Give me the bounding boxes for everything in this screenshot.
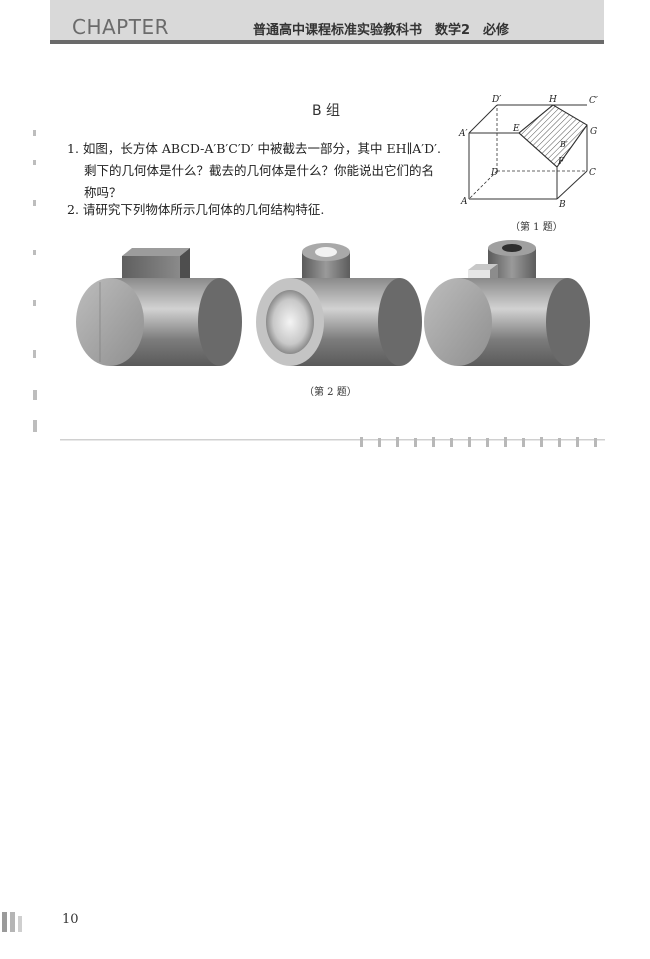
question-2-number: 2. (67, 202, 79, 217)
question-2: 2. 请研究下列物体所示几何体的几何结构特征. (67, 199, 457, 221)
page-number: 10 (62, 912, 79, 927)
question-1-line3: 称吗？ (84, 185, 122, 200)
book-title: 普通高中课程标准实验教科书 数学2 必修 (253, 23, 510, 38)
solid-1 (76, 248, 242, 366)
label-E: E (512, 124, 520, 134)
question-1-line1: 如图，长方体 ABCD-A′B′C′D′ 中被截去一部分，其中 EH∥A′D′. (82, 141, 441, 156)
label-Dp: D′ (491, 95, 501, 105)
label-G: G (590, 127, 597, 137)
figure-1-caption: （第 1 题） (510, 222, 563, 233)
label-Cp: C′ (589, 96, 598, 106)
solid-2 (256, 243, 422, 366)
bottom-edge-decoration (60, 437, 605, 447)
chapter-label: CHAPTER (72, 15, 169, 39)
label-D: D (490, 168, 498, 178)
label-A: A (460, 197, 468, 207)
header-bar (50, 0, 604, 44)
question-1-number: 1. (67, 141, 79, 156)
label-Ap: A′ (458, 129, 468, 139)
section-title: B 组 (312, 103, 341, 119)
label-F: F (557, 157, 565, 167)
question-1: 1. 如图，长方体 ABCD-A′B′C′D′ 中被截去一部分，其中 EH∥A′… (67, 138, 457, 204)
question-2-line1: 请研究下列物体所示几何体的几何结构特征. (82, 202, 325, 217)
figure-2-solids (76, 240, 590, 366)
corner-mark (2, 912, 22, 932)
label-Bp: B′ (559, 140, 568, 149)
label-C: C (589, 168, 596, 178)
figure-1-cuboid: D′ H C′ A′ E G B′ F D C A B (458, 95, 598, 210)
figure-2-caption: （第 2 题） (304, 387, 357, 398)
label-H: H (548, 95, 557, 105)
label-B: B (558, 200, 566, 210)
solid-3 (424, 240, 590, 366)
question-1-line2: 剩下的几何体是什么？截去的几何体是什么？你能说出它们的名 (84, 163, 435, 178)
left-edge-decoration (33, 130, 37, 432)
